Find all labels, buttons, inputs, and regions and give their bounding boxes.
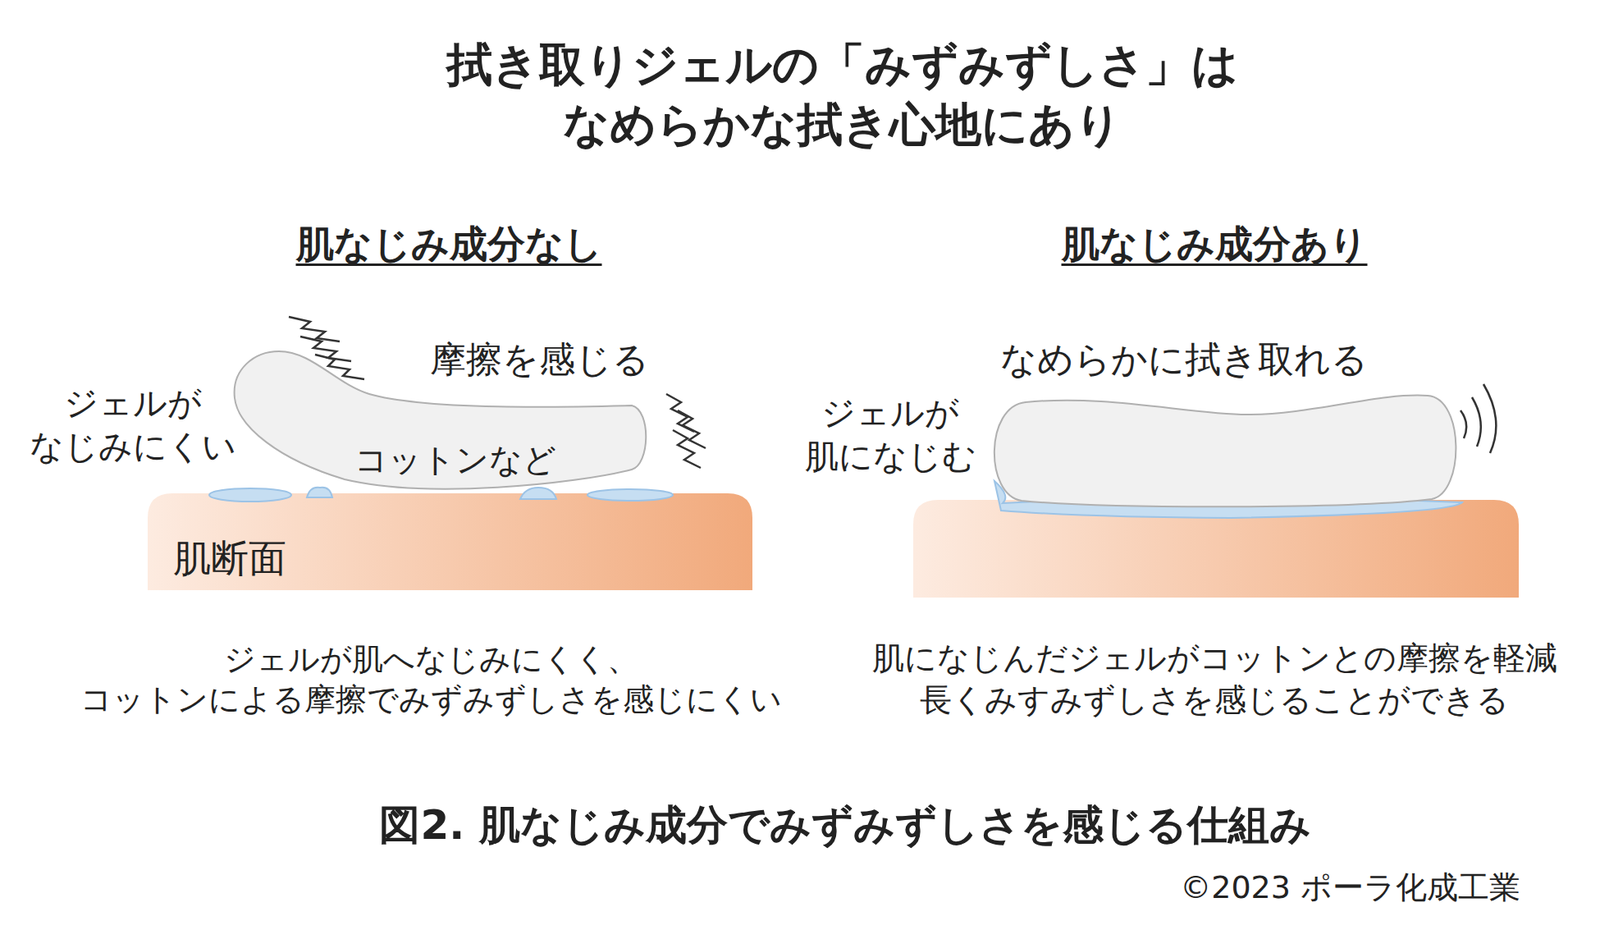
node-text: 肌断面 [173,534,287,584]
node-text: コットンなど [354,438,557,481]
skin-section [147,493,753,590]
copyright: ©2023 ポーラ化成工業 [1179,867,1521,908]
caption: 図2. 肌なじみ成分でみずみずしさを感じる仕組み [379,798,1311,852]
description: ジェルが肌へなじみにくく、 コットンによる摩擦でみずみずしさを感じにくい [61,639,800,721]
annotation: なめらかに拭き取れる [1000,335,1368,383]
annotation: ジェルが 肌になじむ [791,391,989,480]
description: 肌になじんだジェルがコットンとの摩擦を軽減 長くみすみずしさを感じることができる [845,637,1584,721]
cotton-node: コットンなど [233,347,652,508]
cotton-pad [994,395,1457,508]
motion-arcs [1460,384,1496,453]
panel-heading: 肌なじみ成分あり [1061,219,1368,270]
skin-node: 肌断面 [147,493,753,590]
title: 拭き取りジェルの「みずみずしさ」は なめらかな拭き心地にあり [398,35,1285,156]
annotation: 摩擦を感じる [429,335,650,383]
panel-heading: 肌なじみ成分なし [296,219,603,270]
annotation: ジェルが なじみにくい [18,381,248,470]
